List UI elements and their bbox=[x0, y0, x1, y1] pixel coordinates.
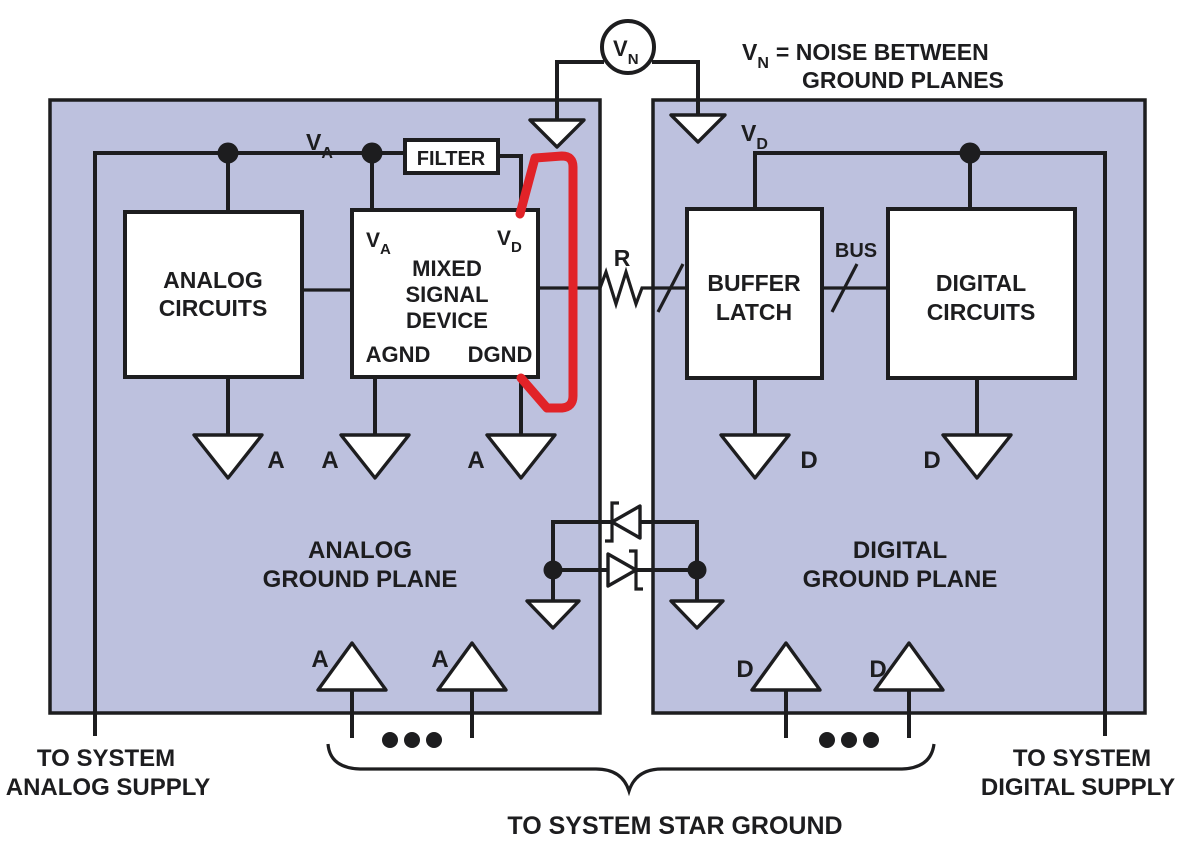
tap-d-label: D bbox=[736, 656, 753, 683]
analog-supply-rail: VA bbox=[93, 129, 405, 736]
ellipsis-dot bbox=[382, 732, 398, 748]
plane-tap-icon bbox=[316, 641, 388, 692]
msd-line1: MIXED bbox=[412, 256, 482, 281]
diode-right-icon bbox=[606, 552, 638, 588]
ground-symbol-icon bbox=[525, 599, 581, 630]
ellipsis-dot bbox=[426, 732, 442, 748]
ellipsis-dot bbox=[819, 732, 835, 748]
analog-circuits-line2: CIRCUITS bbox=[159, 295, 268, 321]
msd-line2: SIGNAL bbox=[405, 282, 488, 307]
ellipsis-dot bbox=[841, 732, 857, 748]
ground-symbol-icon bbox=[339, 433, 411, 480]
resistor-icon bbox=[538, 266, 687, 310]
vd-rail-label: VD bbox=[741, 120, 768, 153]
mixed-signal-box bbox=[350, 208, 540, 379]
ground-symbol-icon bbox=[669, 599, 725, 630]
analog-supply-line1: TO SYSTEM bbox=[37, 745, 175, 772]
digital-supply-line1: TO SYSTEM bbox=[1013, 745, 1151, 772]
tap-d-label: D bbox=[869, 656, 886, 683]
msd-line3: DEVICE bbox=[406, 308, 488, 333]
analog-circuits-block: ANALOG CIRCUITS bbox=[123, 210, 304, 379]
voltage-source-icon bbox=[600, 19, 656, 75]
wire bbox=[652, 60, 700, 117]
msd-agnd-label: AGND bbox=[366, 342, 431, 367]
ground-drops: A A A D D bbox=[192, 377, 1013, 480]
ground-d-label: D bbox=[923, 447, 940, 474]
diode-clamp bbox=[525, 501, 725, 630]
star-ground-label: TO SYSTEM STAR GROUND bbox=[507, 812, 842, 840]
noise-current-loop bbox=[515, 151, 578, 413]
msd-dgnd-label: DGND bbox=[468, 342, 533, 367]
digital-rail-wire bbox=[753, 151, 1107, 736]
msd-vd-pin-label: VD bbox=[497, 227, 522, 256]
va-rail-label: VA bbox=[306, 129, 333, 162]
analog-ground-plane bbox=[48, 98, 602, 715]
plane-labels: ANALOG GROUND PLANE DIGITAL GROUND PLANE bbox=[263, 537, 998, 593]
digital-circuits-box bbox=[886, 207, 1077, 380]
buffer-latch-box bbox=[685, 207, 824, 380]
analog-circuits-box bbox=[123, 210, 304, 379]
analog-plane-line1: ANALOG bbox=[308, 537, 412, 564]
vn-label: VN bbox=[613, 36, 639, 68]
note-line2: GROUND PLANES bbox=[802, 67, 1004, 93]
plane-tap-icon bbox=[750, 641, 822, 692]
ground-symbol-icon bbox=[528, 118, 586, 149]
diode-left-icon bbox=[610, 504, 642, 540]
ground-a-label: A bbox=[267, 447, 284, 474]
digital-plane-line2: GROUND PLANE bbox=[803, 566, 998, 593]
ground-a-label: A bbox=[467, 447, 484, 474]
brace-icon bbox=[326, 743, 936, 797]
ground-a-label: A bbox=[321, 447, 338, 474]
ellipsis-dot bbox=[863, 732, 879, 748]
bus-slash-icon bbox=[830, 263, 859, 313]
plane-tap-icon bbox=[873, 641, 945, 692]
buffer-latch-line2: LATCH bbox=[716, 299, 792, 325]
noise-note: VN= NOISE BETWEEN GROUND PLANES bbox=[742, 39, 1004, 93]
bus-label: BUS bbox=[835, 240, 877, 262]
analog-supply-line2: ANALOG SUPPLY bbox=[6, 774, 210, 801]
schottky-cathode-icon bbox=[605, 501, 619, 543]
schottky-cathode-icon bbox=[629, 549, 643, 591]
resistor-label: R bbox=[614, 245, 631, 271]
buffer-latch-line1: BUFFER bbox=[707, 270, 801, 296]
analog-circuits-line1: ANALOG bbox=[163, 267, 263, 293]
analog-plane-line2: GROUND PLANE bbox=[263, 566, 458, 593]
filter-block: FILTER bbox=[403, 138, 523, 212]
ground-symbol-icon bbox=[719, 433, 791, 480]
filter-box bbox=[403, 138, 500, 175]
bus-slash-icon bbox=[656, 263, 685, 313]
ground-symbol-icon bbox=[941, 433, 1013, 480]
signal-interconnect: R BUS bbox=[302, 240, 888, 313]
note-line1: VN= NOISE BETWEEN bbox=[742, 39, 989, 72]
ground-symbol-icon bbox=[192, 433, 264, 480]
wire bbox=[555, 60, 604, 121]
ground-d-label: D bbox=[800, 447, 817, 474]
digital-supply-line2: DIGITAL SUPPLY bbox=[981, 774, 1175, 801]
msd-va-pin-label: VA bbox=[366, 229, 391, 258]
digital-circuits-line1: DIGITAL bbox=[936, 270, 1026, 296]
star-ground-connections: A A D D bbox=[311, 641, 945, 748]
ground-symbol-icon bbox=[669, 113, 727, 144]
digital-circuits-line2: CIRCUITS bbox=[927, 299, 1036, 325]
ground-symbol-icon bbox=[485, 433, 557, 480]
buffer-latch-block: BUFFER LATCH bbox=[685, 207, 824, 380]
digital-ground-plane bbox=[651, 98, 1147, 715]
filter-label: FILTER bbox=[417, 148, 486, 170]
digital-supply-rail: VD bbox=[741, 120, 1107, 736]
analog-rail-wire bbox=[93, 151, 405, 736]
plane-tap-icon bbox=[436, 641, 508, 692]
tap-a-label: A bbox=[431, 646, 448, 673]
ellipsis-dot bbox=[404, 732, 420, 748]
mixed-signal-block: VA VD MIXED SIGNAL DEVICE AGND DGND bbox=[350, 208, 540, 379]
digital-circuits-block: DIGITAL CIRCUITS bbox=[886, 207, 1077, 380]
digital-plane-line1: DIGITAL bbox=[853, 537, 947, 564]
bottom-captions: TO SYSTEM STAR GROUND TO SYSTEM ANALOG S… bbox=[6, 745, 1175, 840]
tap-a-label: A bbox=[311, 646, 328, 673]
noise-source: VN bbox=[528, 19, 727, 149]
